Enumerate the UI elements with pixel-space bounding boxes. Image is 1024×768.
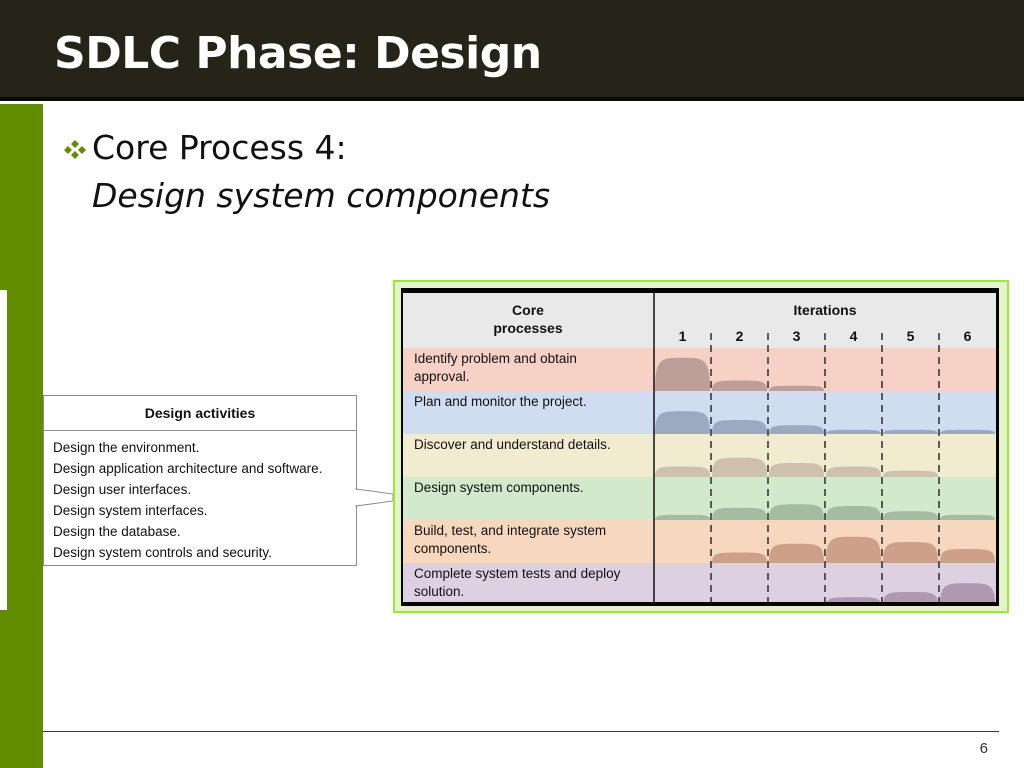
footer-rule xyxy=(43,731,999,732)
activity-item: Design the environment. xyxy=(53,440,200,455)
iteration-number: 5 xyxy=(907,328,915,344)
core-processes-header: processes xyxy=(493,320,562,336)
process-label: solution. xyxy=(414,584,464,599)
stripe-notch xyxy=(0,290,7,610)
design-activities-header: Design activities xyxy=(44,396,356,431)
four-diamond-bullet-icon xyxy=(64,140,86,159)
iteration-number: 4 xyxy=(850,328,858,344)
effort-mound xyxy=(940,429,995,434)
effort-mound xyxy=(655,514,710,520)
process-label: Complete system tests and deploy xyxy=(414,566,621,581)
effort-mound xyxy=(940,583,995,602)
effort-mound xyxy=(712,507,767,520)
effort-mound xyxy=(826,536,881,563)
activity-item: Design system controls and security. xyxy=(53,545,272,560)
effort-mound xyxy=(769,504,824,520)
effort-mound xyxy=(769,463,824,477)
effort-mound xyxy=(655,357,710,391)
core-processes-header: Core xyxy=(512,302,544,318)
process-label: Build, test, and integrate system xyxy=(414,523,606,538)
effort-mound xyxy=(883,429,938,434)
activity-item: Design user interfaces. xyxy=(53,482,192,497)
activity-item: Design the database. xyxy=(53,524,181,539)
design-activities-list: Design the environment. Design applicati… xyxy=(44,431,356,563)
process-label: approval. xyxy=(414,369,470,384)
process-label: Identify problem and obtain xyxy=(414,351,577,366)
effort-mound xyxy=(655,411,710,434)
slide-title: SDLC Phase: Design xyxy=(54,28,542,79)
effort-mound xyxy=(769,543,824,563)
iterations-header: Iterations xyxy=(793,302,856,318)
iteration-number: 2 xyxy=(736,328,744,344)
effort-mound xyxy=(883,511,938,520)
effort-mound xyxy=(883,542,938,563)
iteration-number: 1 xyxy=(679,328,687,344)
effort-mound xyxy=(826,506,881,520)
effort-mound xyxy=(940,514,995,520)
process-label: Design system components. xyxy=(414,480,584,495)
bullet-subtitle: Design system components xyxy=(92,176,551,215)
effort-mound xyxy=(655,466,710,477)
design-activities-box: Design activities Design the environment… xyxy=(43,395,357,566)
iteration-number: 6 xyxy=(964,328,972,344)
effort-mound xyxy=(712,380,767,391)
bullet-title: Core Process 4: xyxy=(92,128,347,167)
process-label: components. xyxy=(414,541,491,556)
effort-mound xyxy=(883,470,938,477)
effort-mound xyxy=(769,425,824,434)
activity-item: Design system interfaces. xyxy=(53,503,208,518)
effort-mound xyxy=(883,592,938,602)
page-number: 6 xyxy=(979,740,988,757)
effort-mound xyxy=(769,385,824,391)
effort-mound xyxy=(826,466,881,477)
effort-mound xyxy=(712,552,767,563)
effort-mound xyxy=(712,420,767,434)
title-bar: SDLC Phase: Design xyxy=(0,0,1024,101)
process-label: Discover and understand details. xyxy=(414,437,611,452)
iteration-number: 3 xyxy=(793,328,801,344)
left-accent-stripe xyxy=(0,104,43,768)
effort-mound xyxy=(826,597,881,602)
effort-mound xyxy=(940,549,995,563)
process-label: Plan and monitor the project. xyxy=(414,394,587,409)
effort-mound xyxy=(826,429,881,434)
activity-item: Design application architecture and soft… xyxy=(53,461,323,476)
table-header-bg xyxy=(403,293,996,348)
callout-pointer xyxy=(355,488,394,507)
effort-mound xyxy=(712,457,767,477)
